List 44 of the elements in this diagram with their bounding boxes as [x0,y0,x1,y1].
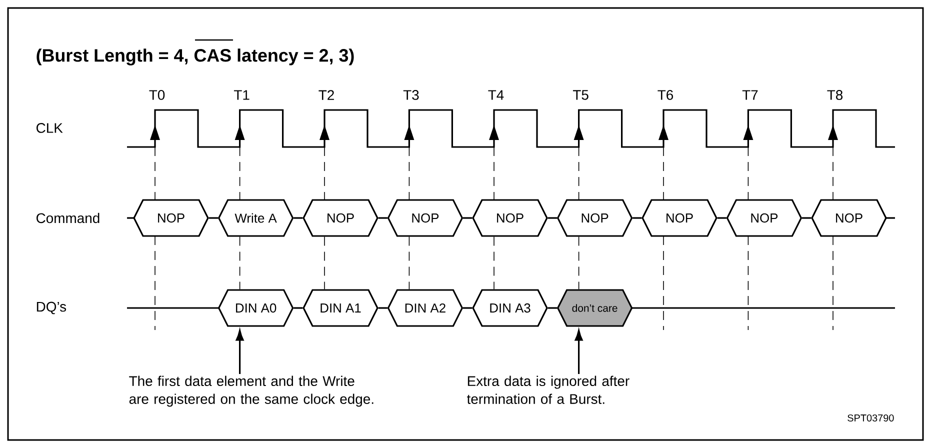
clock-cycle-label: T0 [149,90,165,100]
leader-arrow [574,330,583,374]
bus-line [294,307,303,309]
bus-line [378,307,388,309]
clock-cycle-label: T4 [488,90,504,100]
bus-line [548,217,557,219]
dashed-guide-line [408,236,410,290]
dashed-guide-line [239,236,240,290]
data-hexagon: DIN A2 [387,289,464,327]
data-hexagon: DIN A3 [472,289,548,327]
bus-line [548,307,557,309]
data-hexagon: DIN A1 [302,289,378,327]
bus-line [378,217,388,219]
bus-line [632,217,642,219]
bus-line [463,217,472,219]
signal-name: CLK [36,123,63,133]
bus-line [717,217,726,219]
figure-code: SPT03790 [848,414,894,422]
annotation-text: The first data element and the Write are registered on the same clock edge. [129,376,374,407]
command-hexagon: NOP [726,199,802,237]
bus-line [208,217,218,219]
clock-cycle-label: T2 [318,90,334,100]
command-hexagon: NOP [811,199,887,237]
clock-cycle-label: T1 [234,90,250,100]
clock-cycle-label: T5 [572,90,588,100]
dashed-guide-line [324,236,325,290]
dashed-guide-line [578,236,580,290]
command-hexagon: NOP [387,199,464,237]
leader-arrow [236,330,244,374]
clock-cycle-label: T8 [827,90,843,100]
clock-cycle-label: T3 [403,90,419,100]
title: (Burst Length = 4, CAS latency = 2, 3) [36,48,354,66]
annotation-text: Extra data is ignored after termination of a Burst. [467,376,630,404]
command-hexagon: NOP [472,199,548,237]
bus-line [802,217,812,219]
clock-cycle-label: T6 [658,90,674,100]
clock-cycle-label: T7 [742,90,758,100]
command-hexagon: NOP [302,199,378,237]
command-hexagon: NOP [642,199,718,237]
bus-line [463,307,472,309]
bus-line [294,217,303,219]
signal-name: Command [36,212,100,224]
signal-name: DQ’s [36,302,66,314]
command-hexagon: NOP [133,199,209,237]
